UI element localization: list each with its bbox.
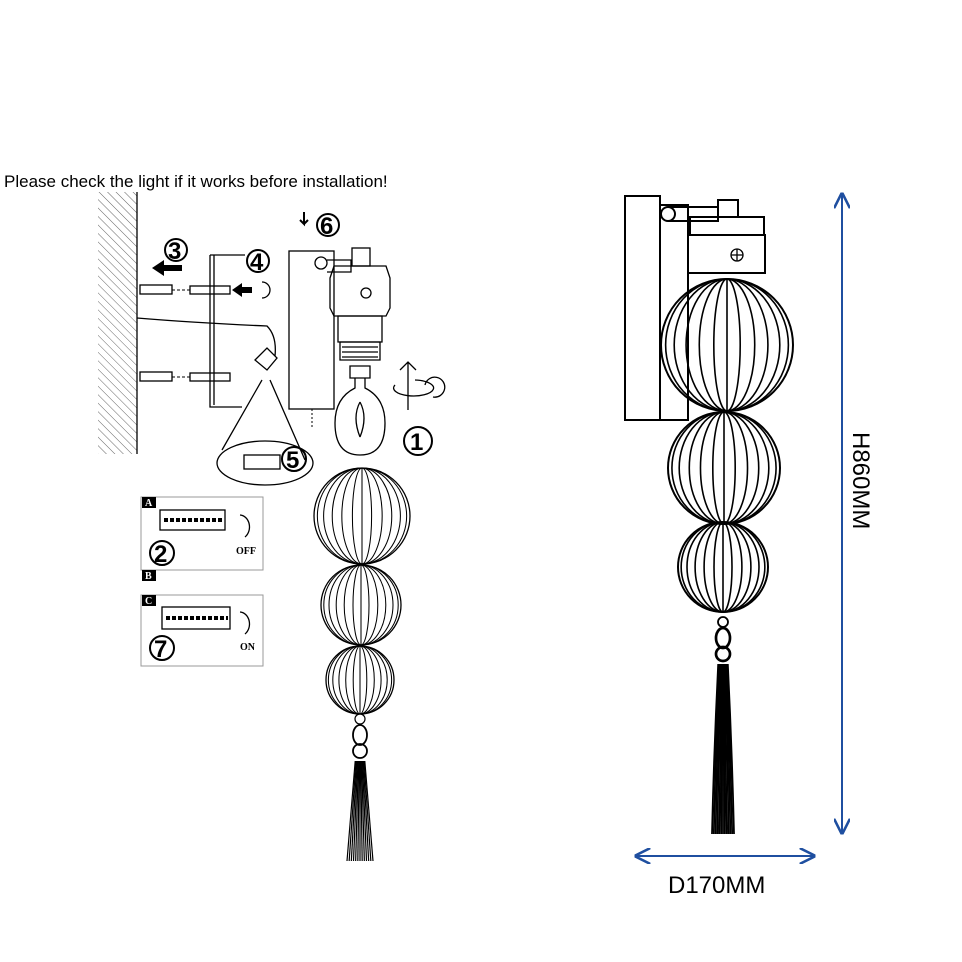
tassel-strand xyxy=(361,760,368,862)
off-label: OFF xyxy=(236,546,256,557)
tassel-knot xyxy=(352,724,368,746)
step-2: 2 xyxy=(154,541,167,568)
tassel-strand xyxy=(350,760,358,862)
tassel-strand xyxy=(352,760,359,862)
tassel-strand xyxy=(346,760,356,862)
tassel-strand xyxy=(363,760,372,862)
lamp-body-left xyxy=(313,467,411,862)
tassel-strand xyxy=(724,663,730,835)
step-4: 4 xyxy=(250,249,264,276)
tassel-strand xyxy=(714,663,721,835)
lamp-fitting-right xyxy=(624,195,766,421)
tassel-strand xyxy=(712,663,720,835)
canopy-assembly xyxy=(288,212,446,456)
tassel-strand xyxy=(360,760,363,862)
wall xyxy=(98,192,137,454)
diameter-label: D170MM xyxy=(668,872,765,899)
tassel-strand xyxy=(357,760,360,862)
tassel-knot xyxy=(714,645,732,663)
step-6: 6 xyxy=(320,213,333,240)
tassel-strand xyxy=(361,760,365,862)
step-labels: 3 4 6 1 5 xyxy=(164,213,433,474)
height-label: H860MM xyxy=(847,432,874,529)
panel-c: C 7 ON xyxy=(140,594,264,667)
tassel-strand xyxy=(711,663,720,835)
tassel-knot xyxy=(352,743,368,759)
panel-c-tag: C xyxy=(145,596,152,607)
notice-text: Please check the light if it works befor… xyxy=(4,172,388,191)
wall-anchors xyxy=(136,254,314,486)
step-1: 1 xyxy=(410,429,423,456)
panel-b-tag: B xyxy=(145,571,152,582)
tassel-strand xyxy=(726,663,734,835)
step-7: 7 xyxy=(154,636,167,663)
tassel-strand xyxy=(726,663,735,835)
panel-a-tag: A xyxy=(145,498,153,509)
tassel-strand xyxy=(723,663,728,835)
tassel-strand xyxy=(718,663,723,835)
panel-a: A 2 OFF B xyxy=(140,496,264,582)
lamp-body-right xyxy=(660,278,794,835)
tassel-strand xyxy=(355,760,359,862)
tassel-strand xyxy=(364,760,374,862)
tassel-knot xyxy=(714,626,732,650)
tassel-strand xyxy=(725,663,732,835)
step-3: 3 xyxy=(168,238,181,265)
tassel-strand xyxy=(720,663,724,835)
tassel-strand xyxy=(362,760,370,862)
tassel-ring xyxy=(354,713,366,725)
step-5: 5 xyxy=(286,447,299,474)
tassel-strand xyxy=(716,663,722,835)
on-label: ON xyxy=(240,642,256,653)
tassel-strand xyxy=(348,760,357,862)
tassel-ring xyxy=(717,616,729,628)
